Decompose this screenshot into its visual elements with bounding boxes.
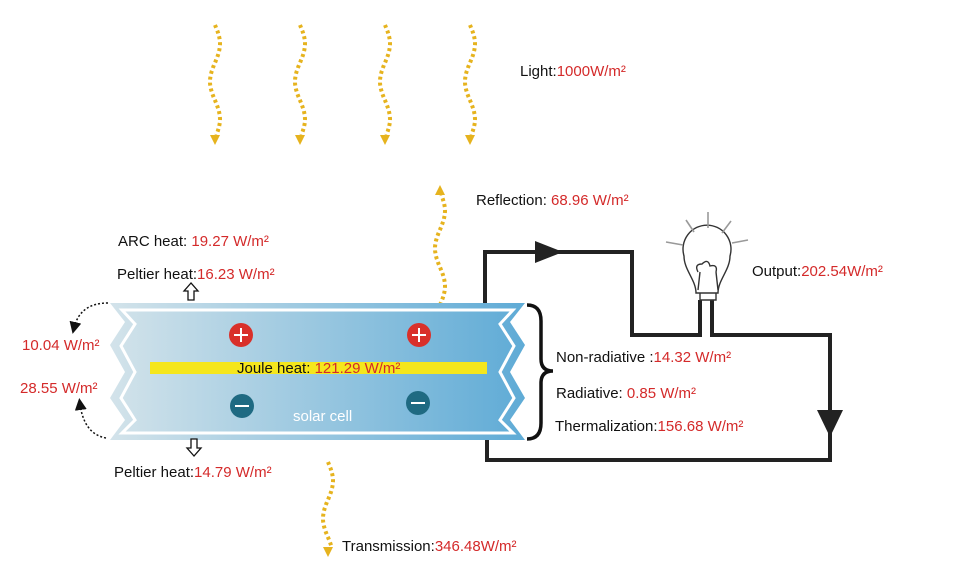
minus-charge-icon: [406, 391, 430, 415]
hollow-arrow-icon: [185, 438, 203, 457]
minus-charge-icon: [230, 394, 254, 418]
solar-cell-label: solar cell: [293, 408, 352, 425]
non-radiative-text: Non-radiative :14.32 W/m²: [556, 349, 731, 366]
radiative-text: Radiative: 0.85 W/m²: [556, 385, 696, 402]
thermalization-text: Thermalization:156.68 W/m²: [555, 418, 743, 435]
light-ray-arrow: [378, 24, 393, 145]
reflection-text: Reflection: 68.96 W/m²: [476, 192, 629, 209]
current-arrow-icon: [817, 410, 843, 437]
transmission-text: Transmission:346.48W/m²: [342, 538, 517, 555]
curved-dotted-arrow-icon: [69, 302, 109, 334]
light-ray-arrow: [293, 24, 308, 145]
plus-charge-icon: [229, 323, 253, 347]
arc-heat-text: ARC heat: 19.27 W/m²: [118, 233, 269, 250]
joule-heat-bar: [150, 362, 487, 374]
current-arrow-icon: [535, 241, 563, 263]
solar-cell: solar cell: [110, 303, 525, 440]
loss-brace: [526, 303, 554, 441]
side-bottom-value: 28.55 W/m²: [20, 380, 98, 397]
peltier-bottom-text: Peltier heat:14.79 W/m²: [114, 464, 272, 481]
light-ray-arrow: [208, 24, 223, 145]
circuit-wire: [483, 250, 832, 462]
curved-dotted-arrow-icon: [74, 398, 107, 439]
side-top-value: 10.04 W/m²: [22, 337, 100, 354]
hollow-arrow-icon: [182, 282, 200, 301]
transmission-ray-arrow: [321, 461, 335, 557]
peltier-top-text: Peltier heat:16.23 W/m²: [117, 266, 275, 283]
reflection-ray-arrow: [433, 185, 448, 306]
light-ray-arrow: [463, 24, 478, 145]
light-text: Light:1000W/m²: [520, 63, 626, 80]
plus-charge-icon: [407, 323, 431, 347]
light-bulb-icon: [665, 212, 749, 301]
joule-heat-text: Joule heat: 121.29 W/m²: [237, 360, 400, 377]
output-text: Output:202.54W/m²: [752, 263, 883, 280]
